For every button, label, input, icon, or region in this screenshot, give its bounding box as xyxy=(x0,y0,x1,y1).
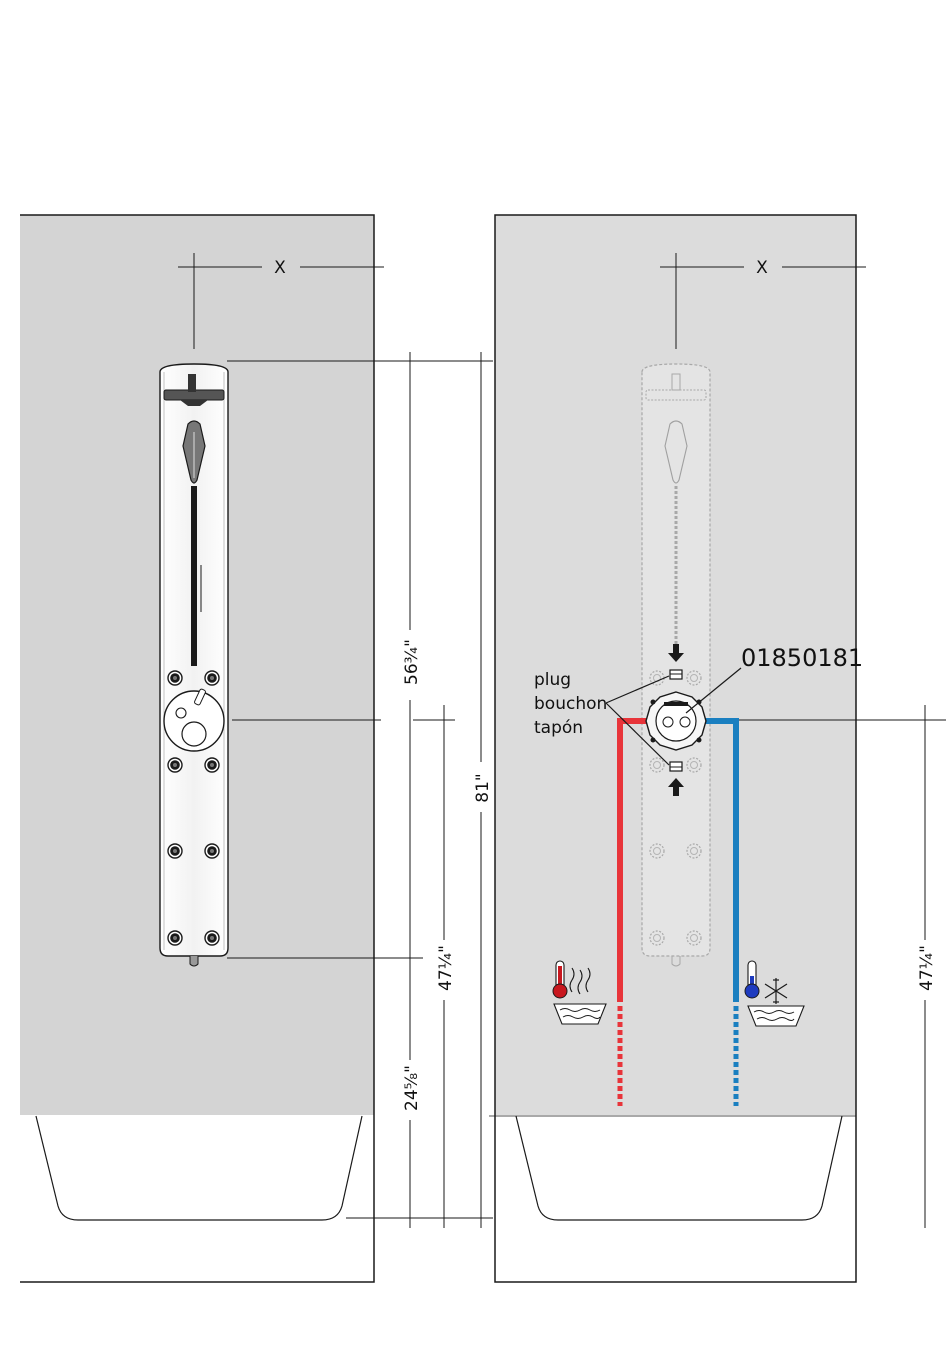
dimension-top-height: 56¾" xyxy=(402,639,422,685)
plug-label-en: plug xyxy=(534,670,571,690)
dimension-total-height: 81" xyxy=(473,773,493,802)
rough-in-valve xyxy=(646,692,706,750)
left-x-label: X xyxy=(274,258,286,278)
left-view: X xyxy=(20,215,493,1282)
dimension-mixer-height-right: 47¼" xyxy=(917,945,937,991)
right-view: X xyxy=(489,215,946,1282)
dimension-bottom-height: 24⅝" xyxy=(402,1065,422,1111)
right-ghost-panel xyxy=(642,364,710,966)
plug-label-fr: bouchon xyxy=(534,694,607,714)
right-x-label: X xyxy=(756,258,768,278)
left-bathtub xyxy=(36,1116,362,1220)
part-number: 01850181 xyxy=(741,644,863,672)
dimension-mixer-height-left: 47¼" xyxy=(436,945,456,991)
left-slide-rail xyxy=(191,486,197,666)
right-bathtub xyxy=(516,1116,842,1220)
left-shower-panel xyxy=(160,364,228,966)
plug-label-es: tapón xyxy=(534,718,583,738)
